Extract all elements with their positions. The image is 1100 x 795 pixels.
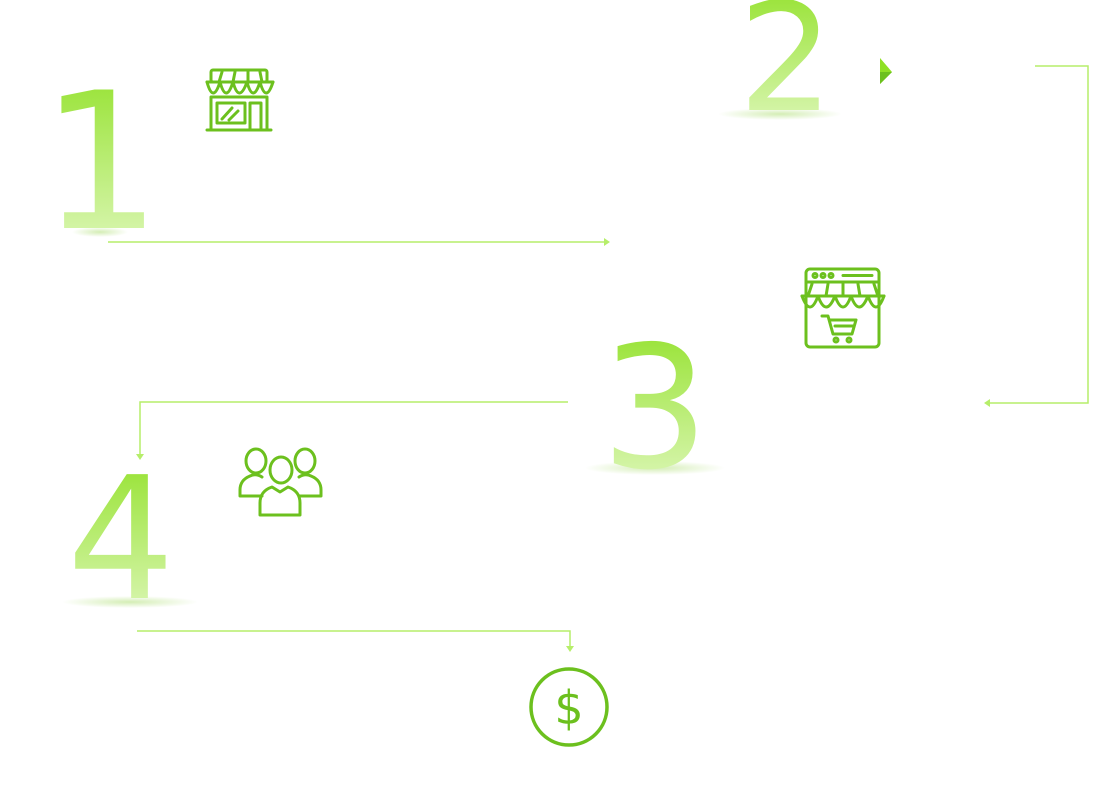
shop-icon	[205, 68, 275, 132]
step-number-3: 3	[601, 310, 709, 508]
group-users-icon	[238, 447, 323, 517]
step-number-4: 4	[67, 441, 175, 639]
connector-2-3	[990, 65, 1089, 404]
number-1-shadow	[72, 227, 128, 237]
arrow-icon	[880, 58, 892, 84]
connector-arrowheads	[136, 238, 990, 652]
number-3-shadow	[585, 461, 725, 475]
number-2-shadow	[718, 108, 842, 120]
arrowhead-3-4	[136, 454, 144, 460]
step-number-1: 1	[41, 52, 162, 273]
connector-4-final	[137, 630, 571, 646]
svg-text:$: $	[554, 681, 583, 735]
arrowhead-2-3	[984, 399, 990, 407]
arrowhead-4-final	[566, 646, 574, 652]
connector-3-4	[139, 401, 568, 454]
connector-lines	[108, 65, 1089, 646]
arrowhead-1-2	[604, 238, 610, 246]
number-4-shadow	[62, 596, 198, 608]
online-store-cart-icon	[800, 267, 886, 349]
dollar-coin-icon: $	[529, 667, 609, 747]
step-number-2: 2	[738, 0, 833, 146]
